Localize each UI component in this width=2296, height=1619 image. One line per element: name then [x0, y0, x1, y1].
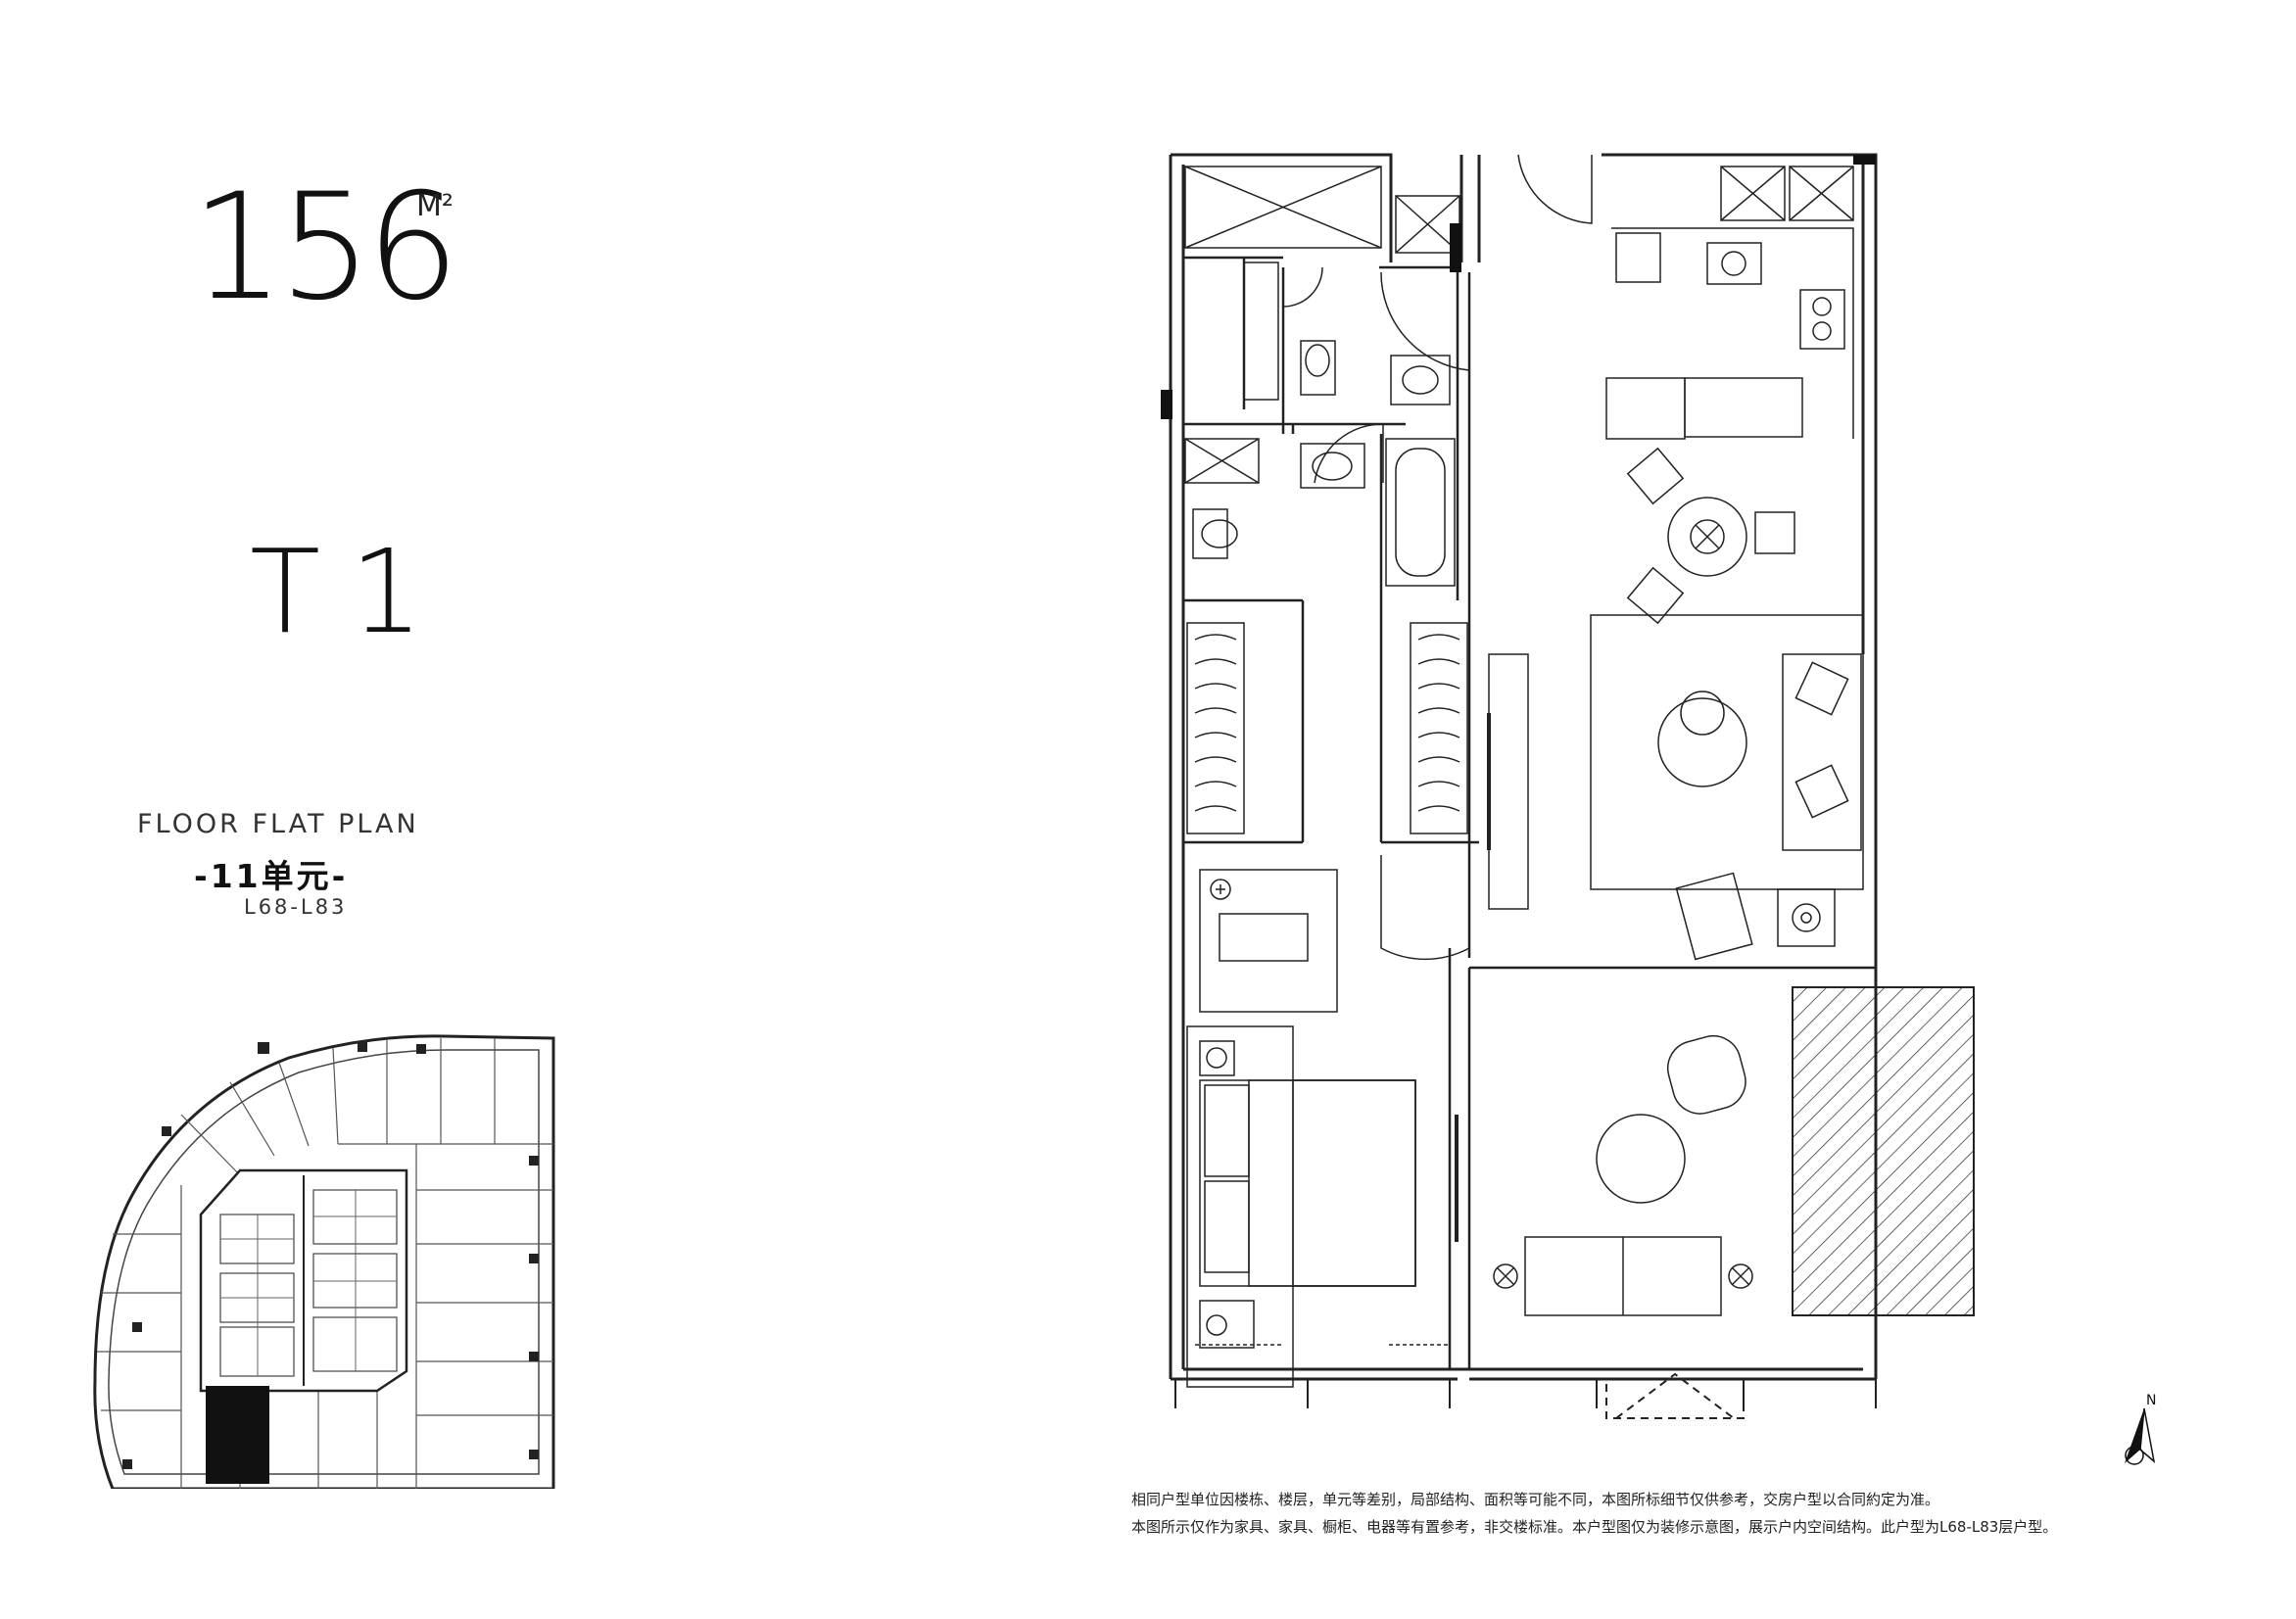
- closets: [1184, 166, 1854, 484]
- floor-range: L68-L83: [244, 895, 348, 919]
- doors: [1282, 154, 1593, 961]
- north-arrow-icon: N: [2125, 1393, 2156, 1465]
- interior-walls: [1181, 256, 1876, 1369]
- kitchen: [1605, 227, 1854, 440]
- disclaimer-line-2: 本图所示仅作为家具、家具、橱柜、电器等有置参考，非交楼标准。本户型图仅为装修示意…: [1131, 1518, 2058, 1536]
- key-plan: [93, 1034, 555, 1489]
- master-bedroom: [1186, 869, 1450, 1388]
- columns: [122, 1042, 539, 1469]
- unit-type-code: T1: [250, 524, 454, 659]
- highlighted-unit: [206, 1386, 269, 1484]
- core-block: [199, 1168, 408, 1393]
- window-mullions: [1174, 1372, 1877, 1419]
- second-living-area: [1455, 1035, 1753, 1316]
- dining-set: [1626, 447, 1795, 625]
- balcony: [1792, 986, 1975, 1316]
- north-label: N: [2146, 1393, 2156, 1408]
- unit-floor-plan: [1161, 153, 1975, 1419]
- living-room: [1487, 614, 1864, 961]
- disclaimer-line-1: 相同户型单位因楼栋、楼层，单元等差别，局部结构、面积等可能不同，本图所标细节仅供…: [1131, 1491, 1940, 1508]
- area-value: 156: [191, 163, 459, 333]
- columns: [1161, 155, 1876, 419]
- area-unit: M²: [416, 189, 454, 223]
- exterior-walls: [1169, 153, 1878, 1381]
- unit-label: -11单元-: [194, 857, 349, 895]
- plan-title: FLOOR FLAT PLAN: [137, 809, 419, 839]
- wardrobes: [1186, 622, 1468, 834]
- bathroom-fixtures: [1192, 262, 1456, 587]
